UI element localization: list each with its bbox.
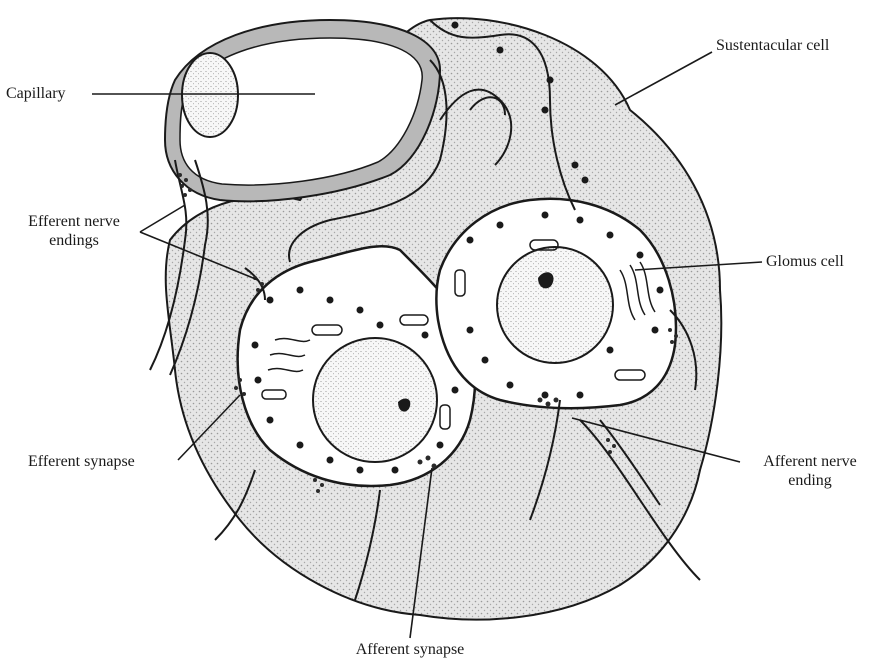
sustentacular-cell-leader — [615, 52, 712, 105]
label-glomus-cell: Glomus cell — [766, 252, 844, 271]
label-afferent-nerve-ending-line2: ending — [740, 471, 880, 490]
label-efferent-nerve-endings: Efferent nerve endings — [4, 212, 144, 250]
label-efferent-nerve-endings-line1: Efferent nerve — [4, 212, 144, 231]
label-efferent-synapse: Efferent synapse — [28, 452, 135, 471]
label-afferent-synapse: Afferent synapse — [320, 640, 500, 659]
label-efferent-nerve-endings-line2: endings — [4, 231, 144, 250]
efferent-nerve-endings-leader-1 — [140, 205, 185, 232]
label-sustentacular-cell: Sustentacular cell — [716, 36, 829, 55]
label-capillary: Capillary — [6, 84, 66, 103]
label-afferent-nerve-ending: Afferent nerve ending — [740, 452, 880, 490]
label-afferent-nerve-ending-line1: Afferent nerve — [740, 452, 880, 471]
